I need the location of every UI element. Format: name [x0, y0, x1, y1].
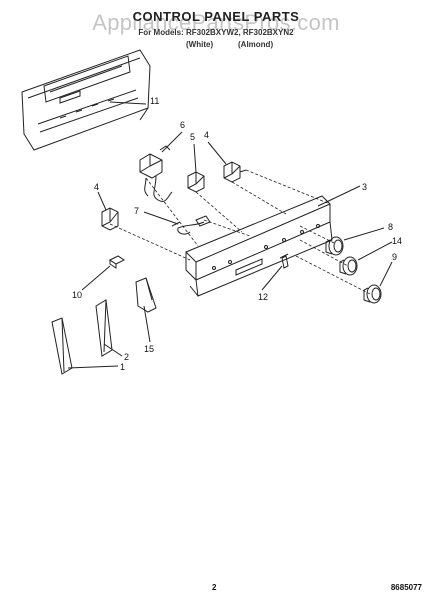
callout-14: 14 — [392, 236, 402, 246]
callout-1: 1 — [120, 362, 125, 372]
leader-12 — [261, 265, 283, 291]
part-screw-12 — [279, 253, 289, 269]
part-switch-4-upper — [223, 161, 247, 183]
callout-10: 10 — [72, 290, 82, 300]
part-endcap-2 — [95, 299, 113, 357]
leader-4a — [207, 141, 227, 165]
part-switch-6 — [139, 145, 173, 202]
leader-4b — [97, 191, 107, 211]
part-switch-4-lower — [101, 207, 119, 231]
part-harness-7 — [171, 215, 211, 235]
part-knob-9 — [363, 284, 382, 304]
leader-5 — [193, 143, 197, 173]
leader-6 — [161, 131, 183, 153]
part-rear-panel-11 — [21, 49, 151, 151]
part-knob-8 — [325, 236, 344, 256]
part-switch-5 — [187, 171, 205, 193]
leader-9 — [379, 261, 393, 287]
part-clip-10 — [109, 255, 125, 269]
callout-9: 9 — [392, 252, 397, 262]
leader-15 — [143, 305, 151, 343]
callout-11: 11 — [150, 96, 159, 106]
callout-12: 12 — [258, 292, 268, 302]
watermark: AppliancePartsPros.com — [92, 10, 340, 35]
part-knob-14 — [339, 256, 358, 276]
leader-2 — [103, 343, 123, 357]
leader-11 — [109, 101, 147, 105]
diagram-title: CONTROL PANEL PARTS — [132, 9, 300, 24]
variant-white-label: (White) — [186, 40, 214, 49]
callout-6: 6 — [180, 120, 185, 130]
leader-1 — [67, 365, 119, 369]
variant-almond-label: (Almond) — [238, 40, 274, 49]
leader-14 — [357, 241, 393, 261]
assembly-lines — [109, 169, 371, 295]
part-control-panel-3 — [185, 195, 333, 297]
leader-8 — [343, 227, 385, 241]
callout-15: 15 — [144, 344, 154, 354]
part-endcap-15 — [135, 277, 157, 313]
part-side-trim-1 — [51, 317, 73, 375]
leader-3 — [317, 185, 361, 207]
callout-3: 3 — [362, 182, 367, 192]
callout-4-lower: 4 — [94, 182, 99, 192]
callout-7: 7 — [134, 206, 139, 216]
document-number: 8685077 — [390, 583, 422, 592]
leader-10 — [81, 265, 111, 291]
callout-5: 5 — [190, 132, 195, 142]
page-number: 2 — [212, 583, 217, 592]
leader-7 — [143, 211, 179, 225]
model-list: For Models: RF302BXYW2, RF302BXYN2 — [138, 28, 294, 37]
callout-4-upper: 4 — [204, 130, 209, 140]
callout-8: 8 — [388, 222, 393, 232]
callout-2: 2 — [124, 352, 129, 362]
